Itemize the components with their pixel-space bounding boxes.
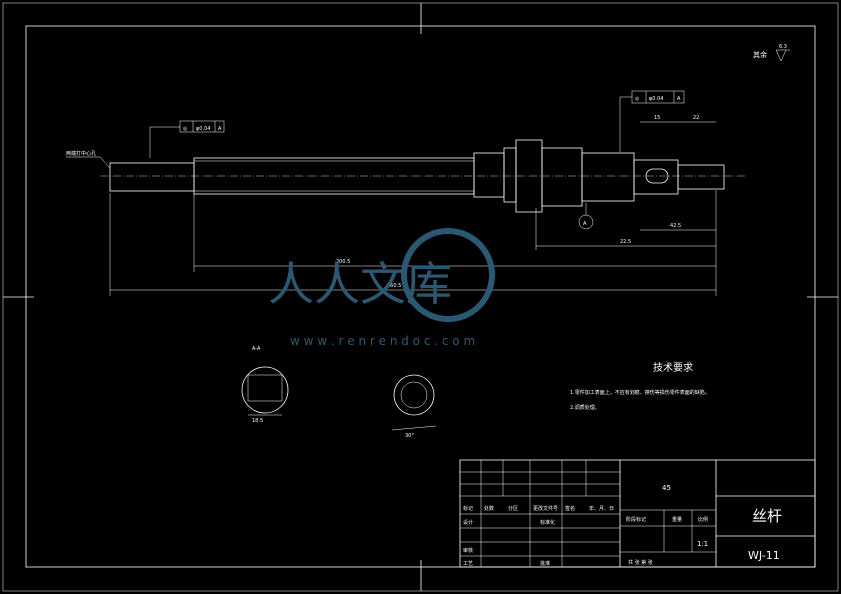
title-block-border: [459, 459, 816, 568]
tb-label-3: 更改文件号: [533, 505, 558, 512]
tolerance-2-value: φ0.04: [649, 96, 663, 102]
leader-note: 两端打中心孔: [66, 150, 96, 157]
roughness-note: 其余: [753, 50, 767, 59]
tb-material: 45: [662, 484, 671, 492]
tolerance-1-symbol: ◎: [183, 126, 188, 132]
tb-stage-label: 阶段标记: [626, 516, 646, 523]
section-b-circle: [393, 374, 435, 416]
dim-right: 22.5: [620, 239, 631, 245]
section-a-hatch: [247, 374, 283, 402]
shaft-step-4: [581, 152, 635, 202]
tb-label-2: 分区: [508, 505, 518, 512]
tolerance-1-datum: A: [218, 126, 222, 132]
angle-value: 30°: [405, 433, 414, 439]
tb-process: 工艺: [463, 561, 473, 567]
tb-scale-label: 比例: [698, 516, 708, 523]
tolerance-frame-1: [179, 120, 225, 133]
tolerance-1-leader: [149, 126, 180, 158]
keyway-slot: [645, 168, 669, 184]
dim-mid: 200.5: [336, 259, 350, 265]
shaft-step-2: [503, 147, 517, 203]
tolerance-1-value: φ0.04: [196, 126, 210, 132]
tb-designer: 设计: [463, 519, 473, 526]
tb-scale: 1:1: [697, 540, 708, 548]
watermark-url: w w w . r e n r e n d o c . c o m: [290, 334, 475, 348]
tb-reviewer: 审核: [463, 547, 473, 554]
section-a-circle: [241, 366, 289, 414]
tb-standardization: 标准化: [540, 519, 555, 526]
shaft-step-3: [541, 147, 583, 207]
angle-dim-line: [391, 425, 437, 431]
roughness-symbol: [775, 49, 787, 62]
tb-weight-label: 重量: [672, 516, 682, 523]
leader-note-line: [66, 156, 111, 169]
requirements-title: 技术要求: [653, 361, 693, 374]
tb-drawing-number: WJ-11: [748, 549, 780, 562]
shaft-step-1: [473, 152, 505, 198]
dim-right2: 42.5: [670, 223, 681, 229]
tb-label-1: 处数: [484, 505, 494, 512]
tb-label-4: 签名: [565, 505, 575, 512]
requirement-1: 1.零件加工表面上，不应有划痕、擦伤等损伤零件表面的缺陷。: [570, 389, 710, 396]
dim-top-1: 15: [654, 115, 660, 121]
dim-overall: 260.5: [387, 283, 401, 289]
dim-top-2: 22: [693, 115, 699, 121]
tb-approve: 批准: [540, 560, 550, 567]
tolerance-2-leader: [619, 96, 632, 152]
watermark-text: 人人文库: [268, 257, 452, 311]
section-width: 18.5: [252, 418, 263, 424]
shaft-keyway-segment: [633, 159, 679, 195]
shaft-right-end: [677, 164, 725, 190]
tb-label-0: 标记: [463, 505, 473, 512]
section-b-inner: [400, 381, 428, 409]
watermark-logo: [401, 228, 495, 322]
inner-frame: [25, 25, 816, 568]
section-label: A-A: [252, 346, 261, 352]
datum-label: A: [583, 221, 587, 227]
tolerance-2-datum: A: [677, 96, 681, 102]
roughness-value: 6.3: [779, 44, 787, 50]
tolerance-2-symbol: ◎: [635, 96, 640, 102]
datum-circle: [578, 214, 594, 230]
tb-label-5: 年、月、日: [589, 505, 614, 512]
shaft-left-end: [109, 162, 195, 192]
requirement-2: 2.调质处理。: [570, 404, 600, 411]
tb-part-name: 丝杆: [752, 507, 782, 525]
tb-sheet-total: 共 张 第 张: [628, 559, 653, 566]
title-block: [459, 459, 816, 568]
